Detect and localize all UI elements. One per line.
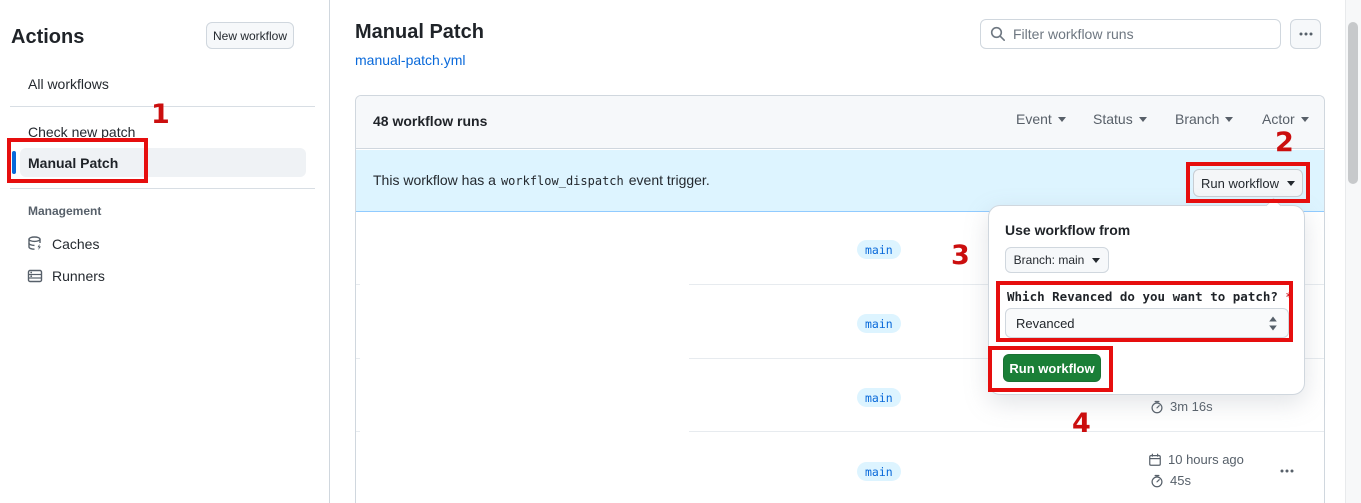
branch-filter-dropdown[interactable]: Branch xyxy=(1175,111,1234,127)
workflows-sidebar: Actions New workflow All workflows Check… xyxy=(0,0,330,503)
page-title: Manual Patch xyxy=(355,21,484,43)
actor-filter-dropdown[interactable]: Actor xyxy=(1262,111,1309,127)
row-divider xyxy=(356,284,360,285)
chevron-down-icon xyxy=(1092,257,1101,263)
chevron-down-icon xyxy=(1287,180,1296,186)
annotation-number-4: 4 xyxy=(1072,408,1091,439)
filter-runs-search xyxy=(980,19,1281,49)
server-icon xyxy=(27,269,43,283)
annotation-number-3: 3 xyxy=(951,240,970,271)
branch-badge[interactable]: main xyxy=(857,388,901,407)
search-input[interactable] xyxy=(980,19,1281,49)
sidebar-item-caches[interactable]: Caches xyxy=(27,236,99,252)
branch-selector-button[interactable]: Branch: main xyxy=(1005,247,1109,273)
workflow-dispatch-code: workflow_dispatch xyxy=(500,174,624,188)
workflow-dispatch-banner: This workflow has a workflow_dispatch ev… xyxy=(356,150,1324,212)
run-workflow-submit-button[interactable]: Run workflow xyxy=(1003,354,1101,382)
up-down-arrows-icon xyxy=(1269,316,1277,330)
event-filter-dropdown[interactable]: Event xyxy=(1016,111,1066,127)
branch-badge[interactable]: main xyxy=(857,240,901,259)
calendar-icon xyxy=(1149,453,1161,466)
selected-accent-bar xyxy=(12,151,16,174)
run-duration: 45s xyxy=(1150,473,1191,488)
status-filter-dropdown[interactable]: Status xyxy=(1093,111,1147,127)
sidebar-item-manual-patch[interactable] xyxy=(20,148,306,177)
dialog-title: Use workflow from xyxy=(1005,222,1131,238)
workflow-file-link[interactable]: manual-patch.yml xyxy=(355,52,466,68)
row-divider xyxy=(356,358,360,359)
chevron-down-icon xyxy=(1138,116,1147,122)
runs-count: 48 workflow runs xyxy=(373,113,488,129)
sidebar-item-runners-label: Runners xyxy=(52,268,105,284)
sidebar-divider xyxy=(10,106,315,107)
sidebar-divider xyxy=(10,188,315,189)
chevron-down-icon xyxy=(1225,116,1234,122)
database-icon xyxy=(28,236,41,250)
scrollbar-thumb[interactable] xyxy=(1348,22,1358,184)
scrollbar-track[interactable] xyxy=(1345,0,1361,503)
sidebar-item-check-new-patch[interactable]: Check new patch xyxy=(28,124,136,140)
stopwatch-icon xyxy=(1151,474,1163,487)
chevron-down-icon xyxy=(1300,116,1309,122)
kebab-icon xyxy=(1299,32,1312,36)
sidebar-item-manual-patch-label[interactable]: Manual Patch xyxy=(28,155,119,171)
stopwatch-icon xyxy=(1151,400,1163,413)
branch-badge[interactable]: main xyxy=(857,462,901,481)
run-duration: 3m 16s xyxy=(1150,399,1213,414)
runs-list-header: 48 workflow runs Event Status Branch Act… xyxy=(356,96,1324,149)
chevron-down-icon xyxy=(1057,116,1066,122)
run-more-options-button[interactable] xyxy=(1280,460,1294,478)
row-divider xyxy=(356,431,360,432)
banner-text: This workflow has a workflow_dispatch ev… xyxy=(373,172,710,188)
run-date: 10 hours ago xyxy=(1148,452,1244,467)
run-workflow-dialog: Use workflow from Branch: main Which Rev… xyxy=(988,205,1305,395)
run-workflow-dropdown-button[interactable]: Run workflow xyxy=(1193,169,1303,197)
sidebar-separator xyxy=(329,0,330,503)
branch-badge[interactable]: main xyxy=(857,314,901,333)
workflow-input-label: Which Revanced do you want to patch? * xyxy=(1007,289,1293,304)
revanced-select[interactable]: Revanced xyxy=(1005,308,1289,338)
new-workflow-button[interactable]: New workflow xyxy=(206,22,294,49)
sidebar-item-runners[interactable]: Runners xyxy=(27,268,105,284)
workflow-runs-panel: 48 workflow runs Event Status Branch Act… xyxy=(355,95,1325,503)
kebab-icon xyxy=(1280,469,1294,473)
sidebar-title: Actions xyxy=(11,26,85,48)
sidebar-item-caches-label: Caches xyxy=(52,236,100,252)
required-asterisk: * xyxy=(1285,289,1293,304)
row-divider xyxy=(689,431,1324,432)
sidebar-item-all-workflows[interactable]: All workflows xyxy=(28,76,109,92)
management-section-label: Management xyxy=(28,204,102,218)
workflow-more-options-button[interactable] xyxy=(1290,19,1321,49)
